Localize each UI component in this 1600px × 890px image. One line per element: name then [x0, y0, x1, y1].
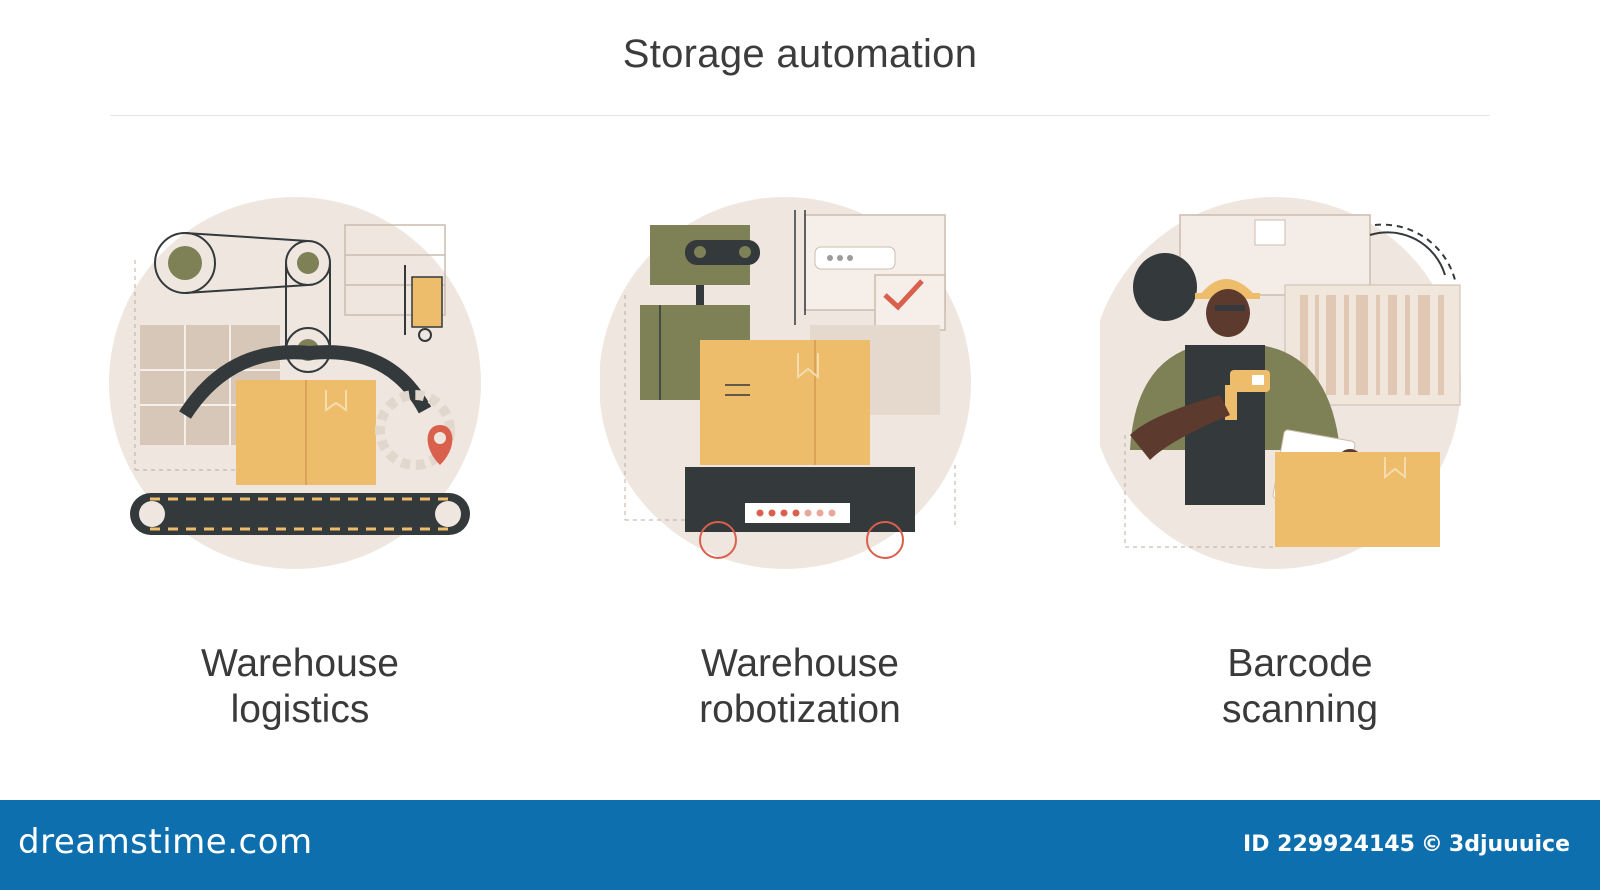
dreamstime-logo[interactable]: dreamstime.com	[18, 822, 313, 862]
caption-line1: Barcode	[1227, 642, 1373, 685]
image-credit: ID 229924145©3djuuuice	[1237, 832, 1570, 857]
barcode-scanning-illustration	[1100, 197, 1461, 569]
cart-wheel	[699, 521, 737, 559]
caption-line2: logistics	[230, 688, 370, 731]
page-title: Storage automation	[622, 32, 978, 76]
gear-icon	[1369, 231, 1446, 276]
cart-wheel	[866, 521, 904, 559]
card-caption: Barcode scanning	[1100, 641, 1500, 733]
title-divider	[110, 115, 1490, 116]
caption-line2: scanning	[1221, 688, 1379, 731]
location-pin-icon	[427, 425, 453, 465]
warehouse-robot-illustration	[600, 197, 971, 569]
conveyor-belt	[130, 493, 470, 535]
cardboard-box	[1275, 452, 1440, 547]
author-name[interactable]: 3djuuuice	[1448, 832, 1570, 857]
copyright-icon: ©	[1420, 832, 1443, 857]
caption-line2: robotization	[699, 688, 901, 731]
card-warehouse-logistics: Warehouse logistics	[100, 195, 500, 755]
caption-line1: Warehouse	[201, 642, 399, 685]
card-caption: Warehouse logistics	[100, 641, 500, 733]
footer-bar: dreamstime.com ID 229924145©3djuuuice	[0, 800, 1600, 890]
worker-hair	[1133, 253, 1197, 321]
card-barcode-scanning: Barcode scanning	[1100, 195, 1500, 755]
checkmark-icon	[883, 279, 924, 311]
image-id: ID 229924145	[1243, 832, 1415, 857]
caption-line1: Warehouse	[701, 642, 899, 685]
warehouse-logistics-illustration	[109, 197, 481, 569]
forklift-icon	[411, 276, 443, 328]
card-warehouse-robotization: Warehouse robotization	[600, 195, 1000, 755]
robot-eyes	[685, 240, 760, 265]
robotic-arm	[179, 345, 432, 419]
worker-face	[1206, 289, 1250, 337]
cardboard-box	[700, 340, 870, 465]
hard-hat-icon	[1200, 279, 1255, 295]
card-caption: Warehouse robotization	[600, 641, 1000, 733]
